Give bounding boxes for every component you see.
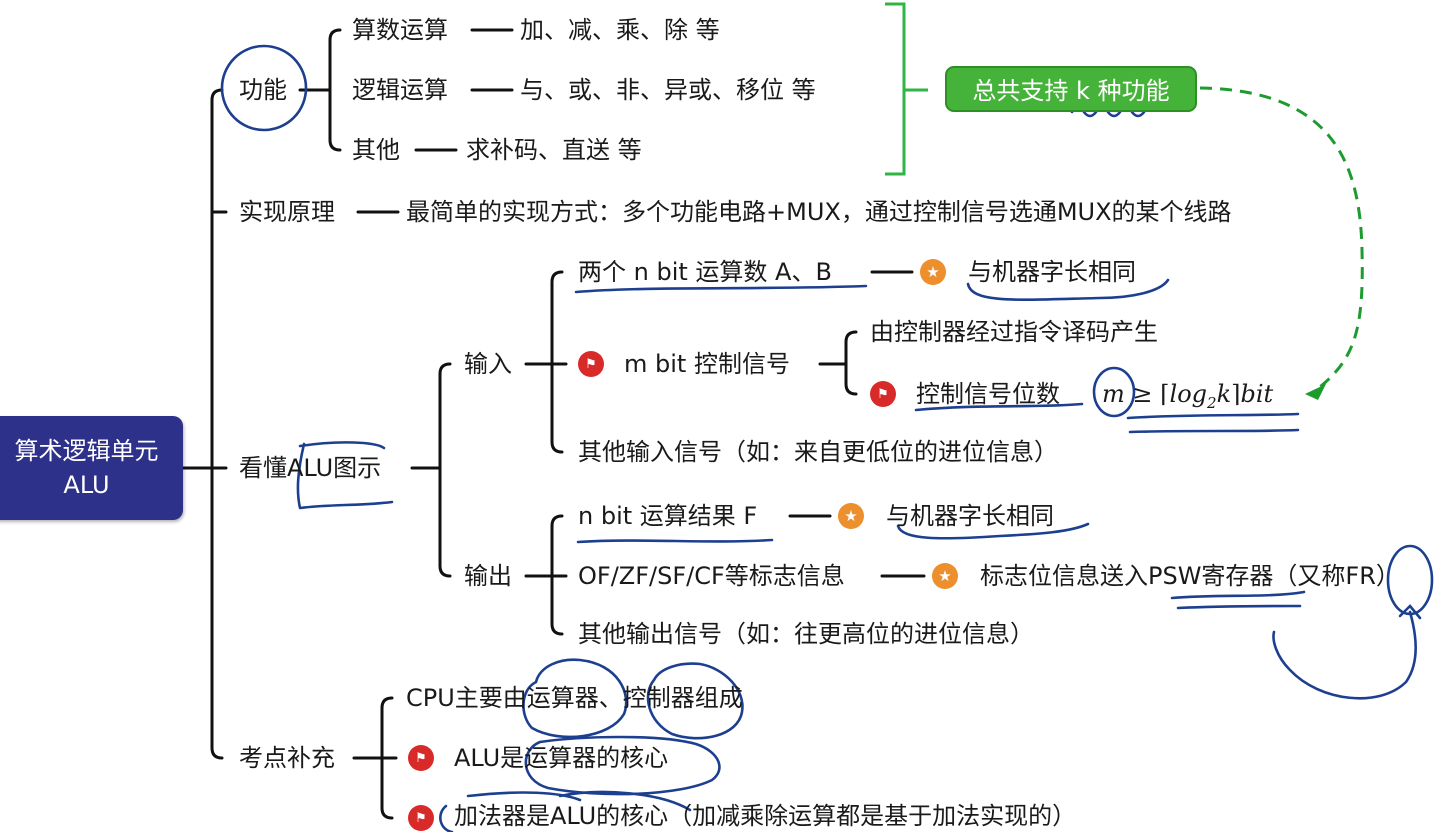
summary-node-k-functions[interactable]: 总共支持 k 种功能 <box>945 66 1197 112</box>
node-operands-note: 与机器字长相同 <box>968 258 1136 286</box>
root-title: 算术逻辑单元 <box>14 437 159 465</box>
node-logic-desc: 与、或、非、异或、移位 等 <box>520 76 816 104</box>
exam-item-adder[interactable]: 加法器是ALU的核心（加减乘除运算都是基于加法实现的） <box>454 802 1077 830</box>
root-subtitle: ALU <box>63 471 110 499</box>
node-arith[interactable]: 算数运算 <box>352 16 448 44</box>
root-node-alu[interactable]: 算术逻辑单元 ALU <box>0 416 183 520</box>
flag-icon: ⚑ <box>408 805 434 831</box>
node-output[interactable]: 输出 <box>464 562 512 590</box>
node-control-src: 由控制器经过指令译码产生 <box>870 318 1158 346</box>
node-other-output[interactable]: 其他输出信号（如：往更高位的进位信息） <box>578 620 1034 648</box>
node-diagram[interactable]: 看懂ALU图示 <box>239 454 382 482</box>
node-other-func-desc: 求补码、直送 等 <box>466 136 642 164</box>
node-control[interactable]: m bit 控制信号 <box>624 350 790 378</box>
node-logic[interactable]: 逻辑运算 <box>352 76 448 104</box>
node-result-note: 与机器字长相同 <box>886 502 1054 530</box>
node-exam[interactable]: 考点补充 <box>239 744 335 772</box>
node-flags[interactable]: OF/ZF/SF/CF等标志信息 <box>578 562 845 590</box>
star-icon: ★ <box>920 259 946 285</box>
node-input[interactable]: 输入 <box>464 350 512 378</box>
node-principle-desc: 最简单的实现方式：多个功能电路+MUX，通过控制信号选通MUX的某个线路 <box>406 198 1232 226</box>
node-functions[interactable]: 功能 <box>239 76 287 104</box>
node-operands[interactable]: 两个 n bit 运算数 A、B <box>578 258 832 286</box>
flag-icon: ⚑ <box>870 381 896 407</box>
exam-item-alu[interactable]: ALU是运算器的核心 <box>454 744 669 772</box>
formula-control-bits: m ≥ ⌈log2k⌉bit <box>1102 380 1274 412</box>
node-flags-note: 标志位信息送入PSW寄存器（又称FR） <box>980 562 1400 590</box>
flag-icon: ⚑ <box>408 745 434 771</box>
flag-icon: ⚑ <box>578 351 604 377</box>
node-other-func[interactable]: 其他 <box>352 136 400 164</box>
star-icon: ★ <box>932 563 958 589</box>
star-icon: ★ <box>838 503 864 529</box>
node-other-input[interactable]: 其他输入信号（如：来自更低位的进位信息） <box>578 438 1058 466</box>
node-arith-desc: 加、减、乘、除 等 <box>520 16 720 44</box>
node-control-bits: 控制信号位数 <box>916 380 1060 408</box>
node-principle[interactable]: 实现原理 <box>239 198 335 226</box>
node-result[interactable]: n bit 运算结果 F <box>578 502 758 530</box>
exam-item-cpu[interactable]: CPU主要由运算器、控制器组成 <box>406 684 743 712</box>
